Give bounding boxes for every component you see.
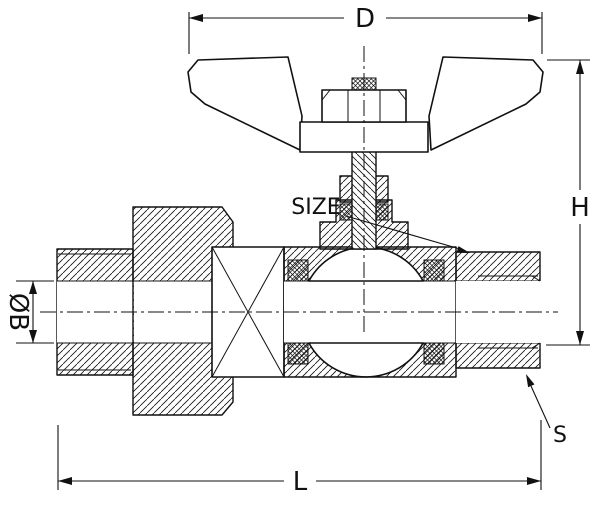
dimension-l: L bbox=[57, 420, 542, 497]
leader-line bbox=[530, 385, 551, 429]
arrowhead bbox=[189, 14, 203, 22]
union-nut bbox=[132, 206, 234, 416]
arrowhead bbox=[576, 60, 584, 74]
tailpiece-diagonal-2 bbox=[211, 246, 285, 378]
s-callout: S bbox=[526, 374, 567, 448]
arrowhead bbox=[456, 246, 470, 253]
ball-bottom-arc bbox=[308, 342, 424, 378]
seat-left-bottom bbox=[287, 342, 309, 365]
centerlines bbox=[40, 46, 558, 335]
valve-stem-assembly bbox=[319, 147, 409, 250]
dimension-label-h: H bbox=[570, 193, 590, 223]
dimension-bore: ØB bbox=[3, 280, 54, 344]
packing-seal-right bbox=[375, 203, 389, 221]
arrowhead bbox=[527, 477, 541, 485]
arrowhead bbox=[528, 14, 542, 22]
seat-right-bottom bbox=[423, 342, 445, 365]
male-thread-end bbox=[56, 248, 134, 376]
size-callout-label: SIZE bbox=[291, 195, 340, 220]
handle-wing-left bbox=[187, 56, 303, 151]
arrowhead bbox=[58, 477, 72, 485]
arrowhead bbox=[576, 331, 584, 345]
dimension-label-l: L bbox=[293, 467, 308, 497]
arrowhead bbox=[29, 330, 37, 343]
arrowhead bbox=[526, 374, 535, 388]
dimension-h: H bbox=[546, 59, 590, 346]
valve-ball bbox=[308, 246, 424, 378]
seat-left-top bbox=[287, 259, 309, 282]
handle-wing-right bbox=[428, 56, 544, 151]
female-thread-end bbox=[455, 251, 542, 369]
leader-line bbox=[345, 215, 461, 250]
dimension-label-d: D bbox=[355, 4, 375, 34]
ball-seats bbox=[287, 259, 445, 365]
s-callout-label: S bbox=[553, 423, 567, 448]
butterfly-handle bbox=[187, 56, 544, 153]
arrowhead bbox=[29, 281, 37, 294]
size-callout: SIZE bbox=[291, 195, 470, 253]
dimension-d: D bbox=[188, 4, 543, 54]
dimension-label-bore: ØB bbox=[3, 293, 33, 331]
bore-lines bbox=[57, 280, 540, 344]
seat-right-top bbox=[423, 259, 445, 282]
